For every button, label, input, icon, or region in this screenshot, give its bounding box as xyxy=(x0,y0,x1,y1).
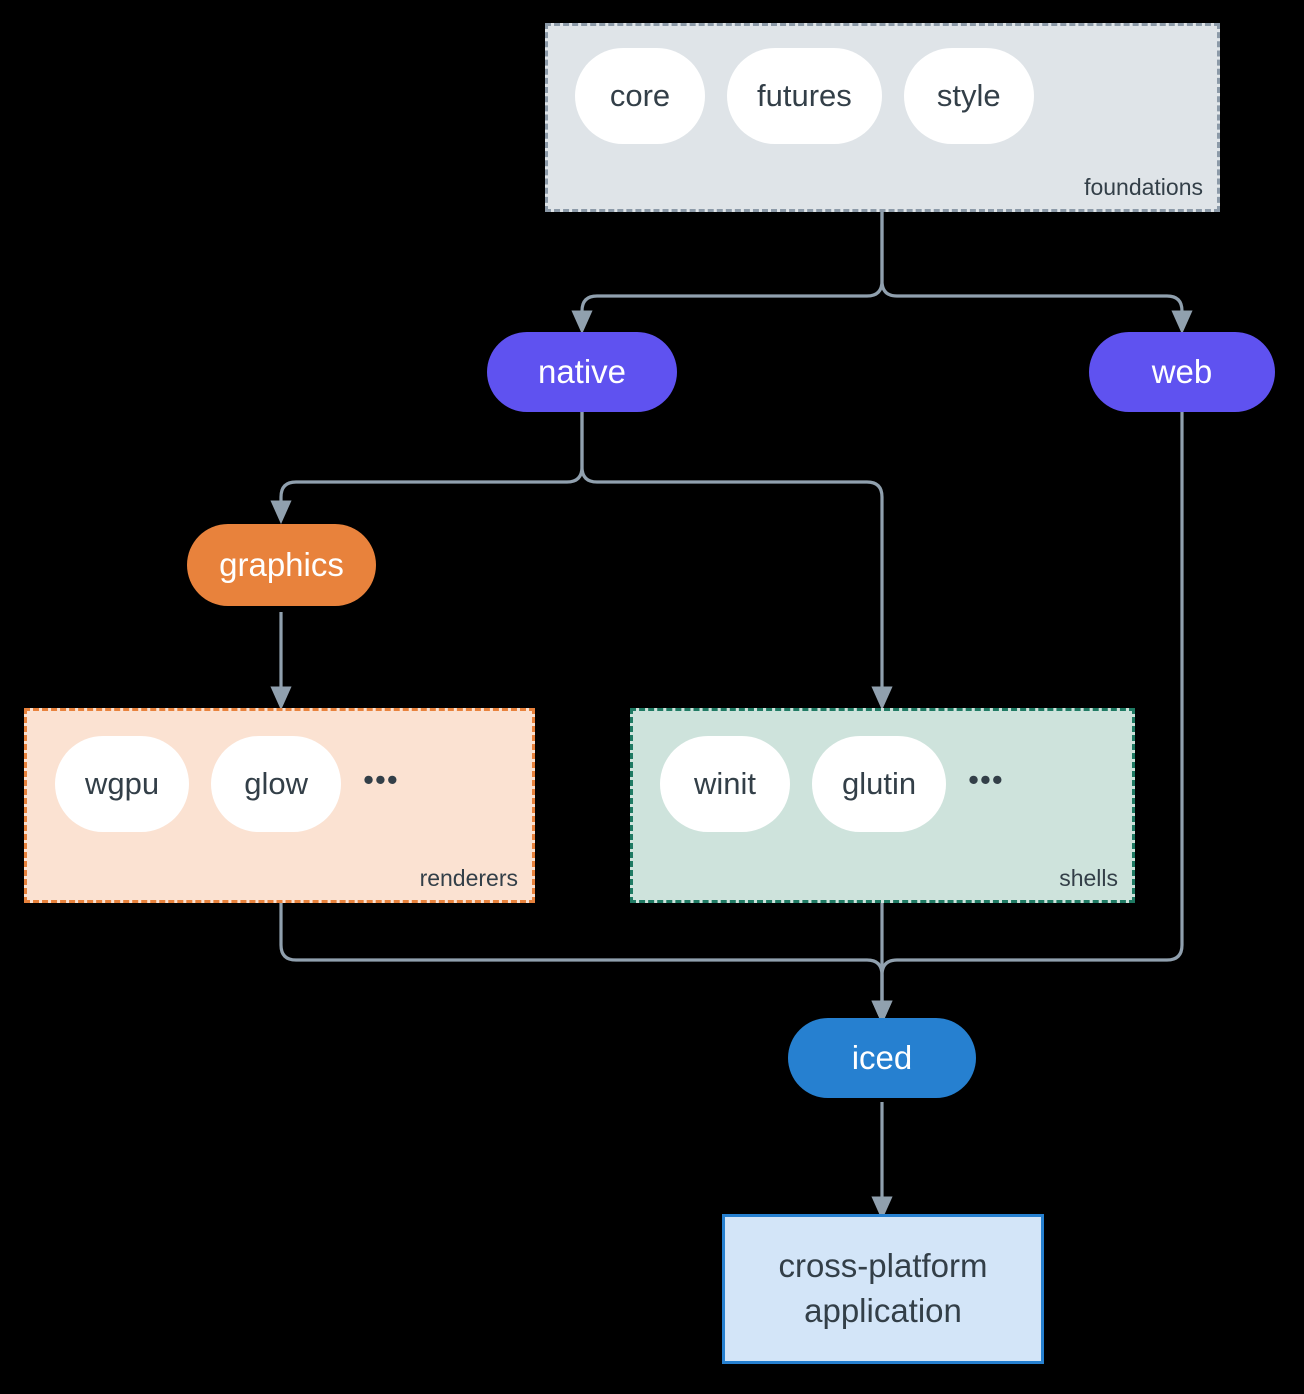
node-web[interactable]: web xyxy=(1089,332,1275,412)
node-graphics-label: graphics xyxy=(219,546,344,583)
edge-renderers-iced xyxy=(279,903,893,1025)
application-label-line2: application xyxy=(804,1292,962,1329)
pill-style-label: style xyxy=(936,78,1001,113)
pill-winit[interactable]: winit xyxy=(660,736,790,832)
group-shells: winit glutin ••• shells xyxy=(630,708,1135,903)
renderers-more-icon: ••• xyxy=(363,761,399,797)
pill-glutin-label: glutin xyxy=(842,766,917,801)
edge-native-shells xyxy=(580,412,893,711)
group-foundations: core futures style foundations xyxy=(545,23,1220,212)
pill-core[interactable]: core xyxy=(575,48,705,144)
group-renderers-label: renderers xyxy=(419,865,518,891)
pill-glow[interactable]: glow xyxy=(211,736,342,832)
node-web-label: web xyxy=(1151,353,1213,390)
pill-glow-label: glow xyxy=(244,766,308,801)
pill-wgpu[interactable]: wgpu xyxy=(55,736,190,832)
group-shells-items: winit glutin ••• xyxy=(660,736,1004,832)
edge-native-graphics xyxy=(270,412,584,525)
group-shells-label: shells xyxy=(1059,865,1118,891)
node-cross-platform-application[interactable]: cross-platform application xyxy=(722,1214,1044,1364)
edge-foundations-split xyxy=(571,212,884,335)
node-native[interactable]: native xyxy=(487,332,677,412)
group-foundations-label: foundations xyxy=(1084,174,1203,200)
node-graphics[interactable]: graphics xyxy=(187,524,376,606)
pill-style[interactable]: style xyxy=(903,48,1034,144)
node-native-label: native xyxy=(537,353,627,390)
pill-wgpu-label: wgpu xyxy=(85,766,160,801)
pill-glutin[interactable]: glutin xyxy=(812,736,947,832)
pill-futures[interactable]: futures xyxy=(727,48,882,144)
group-renderers-items: wgpu glow ••• xyxy=(55,736,399,832)
application-label-line1: cross-platform xyxy=(778,1247,988,1285)
pill-winit-label: winit xyxy=(693,766,756,801)
pill-core-label: core xyxy=(609,78,671,113)
shells-more-icon: ••• xyxy=(968,761,1004,797)
group-renderers: wgpu glow ••• renderers xyxy=(24,708,535,903)
edge-foundations-web xyxy=(880,212,1193,335)
pill-futures-label: futures xyxy=(757,78,852,113)
node-iced-label: iced xyxy=(851,1039,913,1076)
node-iced[interactable]: iced xyxy=(788,1018,976,1098)
group-foundations-items: core futures style xyxy=(575,48,1034,144)
